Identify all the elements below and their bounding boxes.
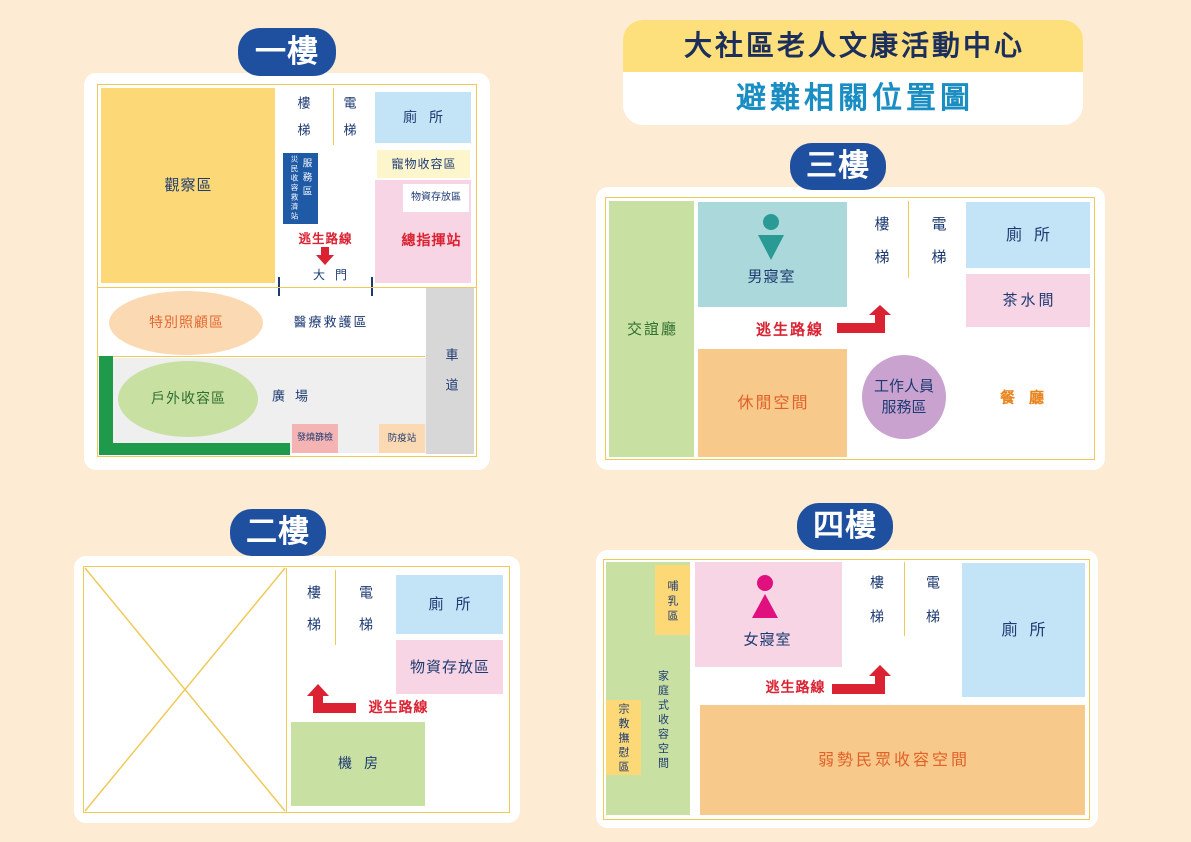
observation-area: 觀察區 [101,88,275,283]
epidemic-station-label: 防疫站 [387,432,417,444]
observation-area-label: 觀察區 [164,176,213,194]
machine-room-label: 機房 [338,756,390,772]
main-gate-left-mark [278,277,280,296]
main-gate-label: 大門 [312,268,358,282]
command-post-label: 總指揮站 [401,233,462,249]
relief-station: 災民收容救濟站 服務區 [283,153,318,224]
fever-screening: 發燒篩檢 [292,424,338,453]
floor2-elevator-label: 電梯 [357,585,373,649]
floor4-elevator-label: 電梯 [924,575,940,643]
floor1-label: 一樓 [238,28,336,76]
floor1-upper-divider [97,287,477,288]
pet-shelter: 寵物收容區 [377,150,470,178]
pantry-label: 茶水間 [1002,291,1057,309]
floor4-stairs-label: 樓梯 [868,575,884,643]
floor2-stairs-divider [335,570,336,645]
religious-comfort: 宗教撫慰區 [606,700,641,776]
women-dorm [695,562,842,667]
floor3-boundary [605,197,1095,460]
men-dorm-label: 男寢室 [747,267,796,286]
plaza-label: 廣場 [271,389,319,405]
pantry: 茶水間 [966,274,1090,327]
floor3-stairs-label: 樓梯 [872,216,891,282]
floor1-elevator-label: 電梯 [340,96,356,150]
floor3-stairs-divider [908,201,909,278]
special-care-label: 特別照顧區 [149,315,224,331]
floor4-restroom-label: 廁所 [1001,620,1058,639]
floor2-supply-storage-label: 物資存放區 [409,657,490,676]
pet-shelter-label: 寵物收容區 [391,157,457,171]
floor2-unused-area-divider [286,568,287,812]
religious-comfort-label: 宗教撫慰區 [617,703,630,776]
floor1-supply-storage: 物資存放區 [403,184,469,212]
floor4-boundary [603,559,1090,820]
leisure-space-label: 休閒空間 [737,393,810,412]
special-care-area: 特別照顧區 [109,291,263,355]
floor3-elevator-label: 電梯 [929,216,948,282]
outdoor-boundary-horizontal [99,443,290,455]
lounge: 交誼廳 [609,201,694,457]
family-shelter-label: 家庭式收容空間 [656,670,670,772]
floor2-restroom: 廁所 [396,575,503,634]
floor3-restroom-label: 廁所 [1005,225,1062,244]
relief-station-label: 災民收容救濟站 [290,155,299,222]
floor2-restroom-label: 廁所 [428,595,483,613]
floor1-restroom: 廁所 [375,92,471,143]
floor3-label: 三樓 [790,143,886,190]
floor1-supply-storage-label: 物資存放區 [411,192,461,203]
leisure-space: 休閒空間 [698,349,847,457]
fever-screening-label: 發燒篩檢 [296,433,333,443]
staff-service-area: 工作人員 服務區 [862,355,946,439]
floor1-escape-route-label: 逃生路線 [298,230,353,246]
vulnerable-shelter: 弱勢民眾收容空間 [700,705,1085,815]
floor4-escape-route-label: 逃生路線 [765,680,826,696]
nursing-room-label: 哺乳區 [666,579,679,625]
vulnerable-shelter-label: 弱勢民眾收容空間 [817,750,970,769]
floor2-stairs-label: 樓梯 [305,585,321,649]
service-area-label: 服務區 [300,158,312,200]
dining-hall-label: 餐廳 [999,388,1059,407]
nursing-room: 哺乳區 [655,565,690,635]
floor2-escape-route-label: 逃生路線 [368,700,429,716]
main-gate-right-mark [371,277,373,296]
title-box: 大社區老人文康活動中心 避難相關位置圖 [623,20,1083,125]
driveway-label: 車道 [442,348,458,408]
driveway [426,288,474,454]
staff-service-label-line1: 工作人員 [873,377,934,395]
staff-service-label-line2: 服務區 [881,398,927,416]
floor2-label: 二樓 [230,509,326,556]
outdoor-shelter-label: 戶外收容區 [151,391,226,407]
floor1-lower-divider [97,356,425,357]
machine-room: 機房 [291,722,425,806]
floor2-boundary [83,566,510,813]
floor2-supply-storage: 物資存放區 [396,640,503,694]
floor3-restroom: 廁所 [966,202,1090,268]
floor1-stairs-label: 樓梯 [294,96,310,150]
title-subtitle: 避難相關位置圖 [623,72,1083,125]
lounge-label: 交誼廳 [626,319,678,338]
outdoor-shelter-area: 戶外收容區 [118,361,258,437]
floor4-stairs-divider [904,562,905,636]
floor3-escape-route-label: 逃生路線 [755,320,825,339]
medical-area-label: 醫療救護區 [293,315,369,331]
outdoor-boundary-vertical [99,356,113,455]
men-dorm [698,202,847,307]
floor4-restroom: 廁所 [962,563,1085,697]
floor1-stairs-divider [333,88,334,145]
title-main: 大社區老人文康活動中心 [623,20,1083,72]
floor4-label: 四樓 [797,503,893,550]
women-dorm-label: 女寢室 [743,630,792,649]
floor1-restroom-label: 廁所 [403,109,455,126]
epidemic-station: 防疫站 [379,424,425,453]
floor1-boundary [97,84,477,457]
